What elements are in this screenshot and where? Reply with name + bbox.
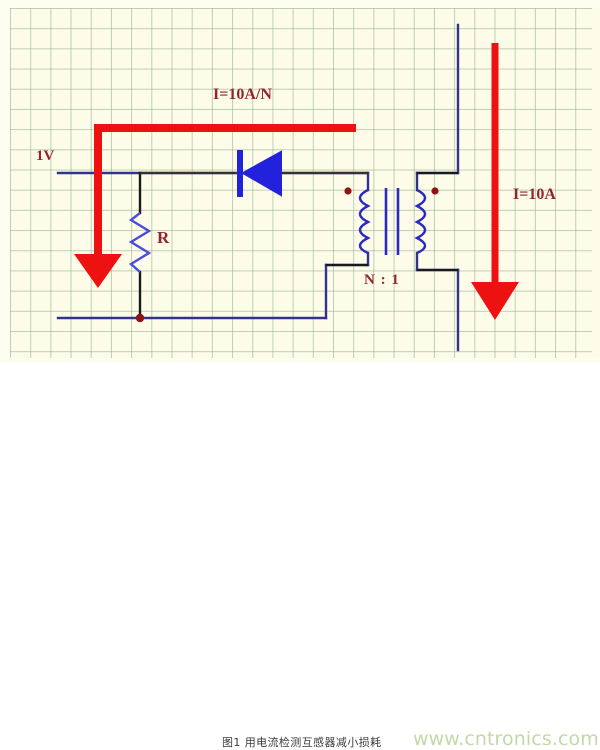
transformer-symbol — [358, 188, 427, 255]
circuit-schematic — [56, 23, 519, 352]
label-secondary-current: I=10A — [513, 186, 556, 203]
paper-left-margin — [0, 0, 10, 362]
caption-bar: 图1 用电流检测互感器减小损耗 www.cntronics.com — [0, 362, 600, 750]
transformer-dot-secondary — [431, 187, 439, 195]
primary-current-arrow — [74, 124, 356, 288]
site-watermark: www.cntronics.com — [413, 728, 599, 750]
label-turns-ratio: N : 1 — [364, 272, 400, 288]
secondary-current-arrow — [471, 43, 519, 320]
paper-top-margin — [0, 0, 600, 8]
resistor-symbol — [128, 212, 152, 273]
junction-dot-bottom — [135, 313, 145, 323]
diode-symbol — [237, 150, 282, 197]
label-primary-current: I=10A/N — [213, 86, 272, 103]
transformer-dot-primary — [344, 187, 352, 195]
paper-bottom-margin — [0, 358, 600, 362]
figure-caption: 图1 用电流检测互感器减小损耗 — [222, 736, 382, 749]
label-source-voltage: 1V — [36, 148, 55, 164]
label-resistor: R — [157, 228, 170, 247]
transformer-primary-coil — [358, 188, 371, 255]
transformer-secondary-coil — [414, 188, 427, 255]
